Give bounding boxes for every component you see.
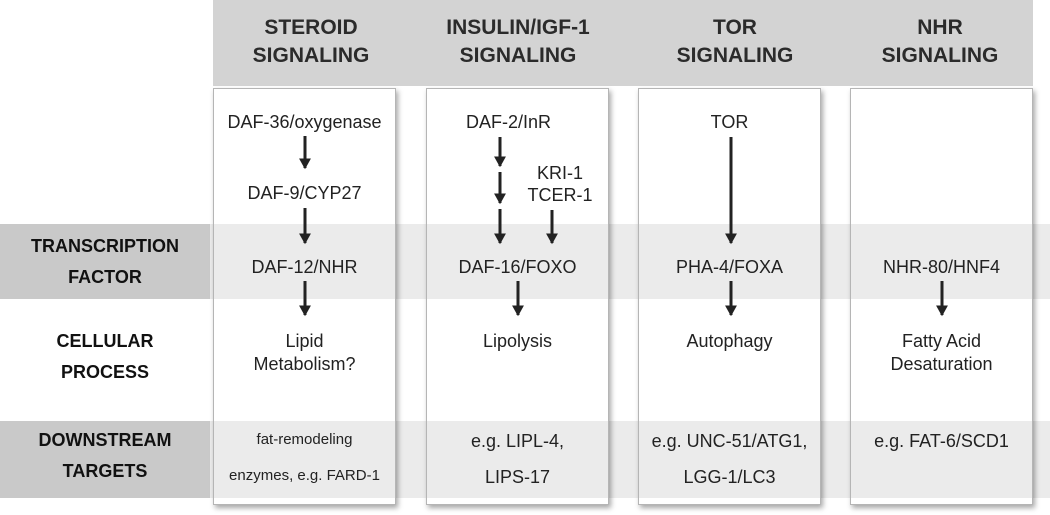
insulin-column-box: [426, 88, 609, 505]
header-nhr-line1: NHR: [917, 16, 963, 39]
steroid-daf12: DAF-12/NHR: [251, 257, 358, 277]
header-insulin-line2: SIGNALING: [459, 44, 577, 67]
downstream-targets-label-bg: [0, 421, 210, 498]
header-insulin: INSULIN/IGF-1 SIGNALING: [418, 14, 618, 70]
row-label-tf-line2: FACTOR: [68, 267, 142, 287]
row-label-cellular-process: CELLULAR PROCESS: [0, 326, 210, 388]
header-nhr-line2: SIGNALING: [881, 44, 999, 67]
insulin-tcer1: TCER-1: [527, 185, 593, 205]
steroid-daf9: DAF-9/CYP27: [247, 183, 362, 203]
header-steroid: STEROID SIGNALING: [211, 14, 411, 70]
header-tor-line1: TOR: [713, 16, 757, 39]
transcription-factor-label-bg: [0, 224, 210, 299]
nhr-nhr80: NHR-80/HNF4: [882, 257, 1001, 277]
steroid-column-box: [213, 88, 396, 505]
steroid-targets-line2: enzymes, e.g. FARD-1: [229, 467, 380, 484]
steroid-daf36: DAF-36/oxygenase: [227, 112, 382, 132]
tor-tor: TOR: [710, 112, 749, 132]
row-label-dt-line2: TARGETS: [62, 461, 148, 481]
nhr-process-line2: Desaturation: [890, 354, 993, 374]
header-tor: TOR SIGNALING: [635, 14, 835, 70]
header-tor-line2: SIGNALING: [676, 44, 794, 67]
tor-targets-line2: LGG-1/LC3: [683, 467, 776, 487]
nhr-targets: e.g. FAT-6/SCD1: [874, 431, 1009, 451]
insulin-targets-line2: LIPS-17: [484, 467, 551, 487]
insulin-kri1: KRI-1: [536, 163, 583, 183]
header-insulin-line1: INSULIN/IGF-1: [446, 16, 590, 39]
row-label-dt-line1: DOWNSTREAM: [38, 430, 172, 450]
insulin-daf16: DAF-16/FOXO: [458, 257, 577, 277]
header-steroid-line1: STEROID: [264, 16, 358, 39]
nhr-process: Fatty Acid Desaturation: [850, 330, 1033, 376]
row-label-downstream-targets: DOWNSTREAM TARGETS: [0, 425, 210, 487]
nhr-column-box: [850, 88, 1033, 505]
steroid-targets-line1: fat-remodeling: [256, 431, 353, 448]
insulin-daf2: DAF-2/InR: [465, 112, 552, 132]
tor-pha4: PHA-4/FOXA: [675, 257, 784, 277]
insulin-process: Lipolysis: [482, 331, 553, 351]
header-band: [213, 0, 1033, 86]
header-nhr: NHR SIGNALING: [840, 14, 1040, 70]
steroid-process: Lipid Metabolism?: [213, 330, 396, 376]
row-label-tf-line1: TRANSCRIPTION: [31, 236, 179, 256]
tor-column-box: [638, 88, 821, 505]
row-label-transcription-factor: TRANSCRIPTION FACTOR: [0, 231, 210, 293]
tor-process: Autophagy: [686, 331, 773, 351]
steroid-process-line1: Lipid: [285, 331, 324, 351]
header-steroid-line2: SIGNALING: [252, 44, 370, 67]
row-label-cp-line2: PROCESS: [60, 362, 150, 382]
insulin-targets-line1: e.g. LIPL-4,: [470, 431, 565, 451]
row-label-cp-line1: CELLULAR: [56, 331, 154, 351]
nhr-process-line1: Fatty Acid: [901, 331, 982, 351]
tor-targets-line1: e.g. UNC-51/ATG1,: [651, 431, 808, 451]
steroid-process-line2: Metabolism?: [253, 354, 356, 374]
